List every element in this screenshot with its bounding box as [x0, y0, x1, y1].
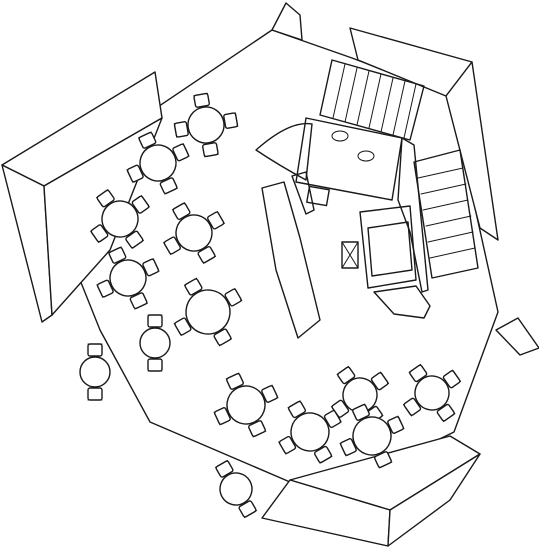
table-top — [135, 140, 181, 186]
chair-back — [320, 456, 332, 463]
table-top — [181, 100, 231, 150]
chair-back — [352, 404, 365, 410]
chair-back — [288, 401, 300, 408]
chair-back — [214, 412, 220, 425]
tables-layer — [80, 88, 462, 523]
round-table-four-chairs — [402, 363, 463, 424]
table-top — [412, 373, 451, 412]
table-top — [105, 255, 151, 301]
chair-back — [132, 240, 143, 248]
round-table-two-chairs — [80, 344, 110, 400]
round-table-four-chairs — [211, 370, 282, 441]
chair-back — [164, 242, 171, 254]
table-top — [181, 285, 235, 339]
round-table-four-chairs — [172, 276, 245, 349]
chair-back — [139, 132, 152, 138]
round-table-two-chairs — [208, 456, 265, 522]
chair-back — [194, 93, 208, 95]
chair-back — [244, 511, 256, 518]
round-table-four-chairs — [124, 129, 193, 198]
chair-back — [217, 211, 224, 223]
chair-back — [165, 188, 178, 194]
chair — [148, 315, 162, 327]
chair-back — [174, 323, 181, 335]
chair-back — [153, 259, 159, 272]
chair — [88, 388, 102, 400]
chair-back — [215, 460, 227, 467]
chair-back — [174, 123, 176, 137]
chair-back — [96, 190, 107, 198]
chair-back — [331, 406, 339, 417]
chair-back — [203, 256, 215, 263]
chair-back — [109, 247, 122, 253]
awning-bottom-right — [262, 436, 480, 546]
chair-back — [141, 195, 149, 206]
chair-back — [183, 144, 189, 157]
chair-back — [403, 404, 411, 415]
chair-back — [135, 303, 148, 309]
round-table-four-chairs — [169, 88, 244, 163]
table-top — [222, 381, 271, 430]
table-top — [99, 198, 141, 240]
table-top — [172, 211, 216, 255]
table-top — [287, 409, 334, 456]
chair — [148, 359, 162, 371]
stairs-top — [320, 60, 424, 140]
awning-top-right — [350, 28, 498, 240]
chair-back — [219, 339, 231, 346]
chair — [88, 344, 102, 356]
chair-back — [272, 385, 278, 398]
round-table-four-chairs — [94, 244, 163, 313]
chair-back — [253, 431, 266, 437]
chair-back — [97, 285, 103, 298]
round-table-four-chairs — [337, 401, 408, 472]
service-core — [256, 118, 430, 338]
chair-back — [172, 203, 184, 210]
table-top — [140, 328, 170, 358]
chair-back — [91, 231, 99, 242]
stairs-right — [414, 150, 478, 278]
chair-back — [379, 462, 392, 468]
round-table-four-chairs — [276, 398, 344, 466]
table-top — [348, 412, 397, 461]
chair-back — [279, 442, 286, 454]
awning-tip-right — [496, 318, 539, 355]
round-table-four-chairs — [89, 188, 151, 250]
awning-tip-top — [272, 3, 302, 40]
chair-back — [235, 113, 237, 127]
round-table-two-chairs — [140, 315, 170, 371]
chair-back — [337, 366, 348, 374]
chair-back — [340, 443, 346, 456]
chair-back — [443, 414, 454, 422]
chair-back — [398, 416, 404, 429]
chair-back — [453, 370, 461, 381]
chair-back — [235, 288, 242, 300]
chair-back — [409, 364, 420, 372]
table-top — [80, 357, 110, 387]
chair-back — [127, 170, 133, 183]
chair-back — [226, 373, 239, 379]
round-table-four-chairs — [161, 200, 227, 266]
chair-back — [204, 154, 218, 156]
chair-back — [381, 372, 389, 383]
table-top — [214, 467, 258, 511]
chair-back — [184, 278, 196, 285]
